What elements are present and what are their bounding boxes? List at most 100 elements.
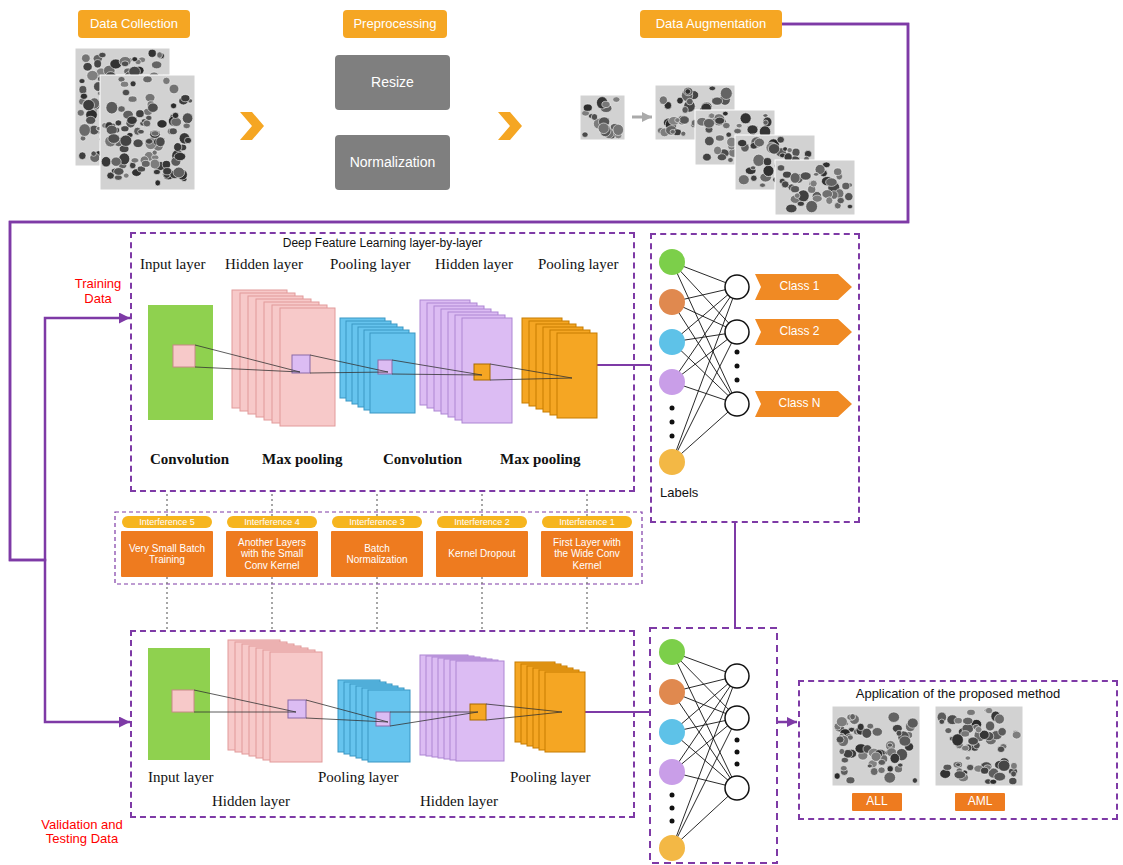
blood-cell xyxy=(887,743,892,747)
box-label: Another Layers with the Small Conv Kerne… xyxy=(230,537,314,572)
input-neuron xyxy=(659,679,685,705)
blood-cell xyxy=(183,123,190,129)
box-label: Interference 5 xyxy=(139,517,195,527)
receptive-field-line xyxy=(392,374,482,375)
blood-cell xyxy=(753,154,765,166)
dotted-link xyxy=(481,492,482,516)
input-image xyxy=(148,648,210,760)
input-image xyxy=(148,305,213,420)
receptive-field-line xyxy=(390,712,478,726)
data-split-label: Training Data xyxy=(68,276,128,306)
blood-cell xyxy=(887,766,893,773)
class-arrow: Class 1 xyxy=(755,274,852,300)
blood-cell xyxy=(967,709,976,715)
blood-cell xyxy=(136,110,144,118)
interference-tag: Interference 2 xyxy=(437,516,527,528)
blood-cell xyxy=(954,717,962,723)
class-tag: ALL xyxy=(852,793,902,811)
blood-cell xyxy=(884,772,896,783)
feature-map xyxy=(368,690,410,762)
blood-cell xyxy=(786,204,797,213)
blood-cell xyxy=(836,717,847,727)
blood-cell xyxy=(659,96,667,105)
interference-group-frame xyxy=(115,512,642,584)
interference-box: First Layer with the Wide Conv Kernel xyxy=(541,531,633,577)
blood-cell xyxy=(709,113,715,119)
blood-cell xyxy=(156,137,165,147)
blood-cell xyxy=(826,178,838,187)
blood-cell xyxy=(714,146,722,155)
blood-cell xyxy=(794,193,800,199)
box-label: Resize xyxy=(371,74,414,90)
blood-cell xyxy=(857,723,864,730)
blood-cell xyxy=(763,165,774,176)
blood-cell xyxy=(777,136,784,143)
micrograph-frame xyxy=(935,706,1023,786)
blood-cell xyxy=(867,764,872,768)
feature-map xyxy=(456,661,504,761)
input-neuron xyxy=(659,289,685,315)
blood-cell xyxy=(675,118,680,123)
receptive-field-line xyxy=(490,364,572,378)
blood-cell xyxy=(712,97,723,105)
micrograph xyxy=(100,75,195,190)
box-label: Interference 2 xyxy=(454,517,510,527)
blood-cell xyxy=(726,132,732,137)
blood-cell xyxy=(943,764,952,770)
receptive-field-line xyxy=(390,712,478,713)
blood-cell xyxy=(898,763,903,767)
kernel-window xyxy=(173,345,195,367)
class-arrow-outline xyxy=(755,319,852,345)
dotted-link xyxy=(166,577,167,630)
blood-cell xyxy=(826,197,833,205)
dotted-link xyxy=(376,577,377,630)
blood-cell xyxy=(120,135,132,146)
operation-label: Convolution xyxy=(150,450,229,468)
blood-cell xyxy=(669,116,680,125)
stage-tag: Data Collection xyxy=(78,10,190,38)
blood-cell xyxy=(740,113,751,124)
feature-map xyxy=(370,333,415,413)
kernel-window xyxy=(474,364,490,380)
blood-cell xyxy=(997,746,1004,752)
blood-cell xyxy=(114,168,124,176)
blood-cell xyxy=(952,734,964,746)
blood-cell xyxy=(121,61,129,67)
blood-cell xyxy=(163,77,170,84)
class-tag: AML xyxy=(955,793,1005,811)
blood-cell xyxy=(99,52,106,57)
blood-cell xyxy=(975,726,982,732)
blood-cell xyxy=(704,136,714,145)
flow-chevron xyxy=(240,112,264,140)
blood-cell xyxy=(151,131,159,137)
box-label: ALL xyxy=(866,795,887,809)
blood-cell xyxy=(837,197,844,203)
ellipsis-dot xyxy=(735,350,740,355)
input-neuron xyxy=(659,249,685,275)
blood-cell xyxy=(981,767,989,774)
blood-cell xyxy=(582,132,588,138)
receptive-field-line xyxy=(306,718,388,722)
blood-cell xyxy=(709,86,716,91)
interference-tag: Interference 1 xyxy=(542,516,632,528)
feature-map xyxy=(462,318,512,423)
blood-cell xyxy=(683,87,693,96)
blood-cell xyxy=(119,56,131,66)
blood-cell xyxy=(172,112,179,118)
feature-map xyxy=(280,308,335,426)
cnn-figure xyxy=(148,290,597,762)
blood-cell xyxy=(83,99,95,110)
blood-cell xyxy=(968,737,979,745)
output-neuron xyxy=(725,320,749,344)
box-label: Normalization xyxy=(350,154,436,170)
feature-map xyxy=(557,333,597,418)
blood-cell xyxy=(1009,777,1017,784)
blood-cell xyxy=(763,117,772,127)
blood-cell xyxy=(939,719,945,724)
blood-cell xyxy=(131,158,139,163)
output-neuron xyxy=(725,275,749,299)
feature-map xyxy=(545,672,585,752)
blood-cell xyxy=(850,714,856,720)
blood-cell xyxy=(834,168,842,176)
box-label: Interference 1 xyxy=(559,517,615,527)
